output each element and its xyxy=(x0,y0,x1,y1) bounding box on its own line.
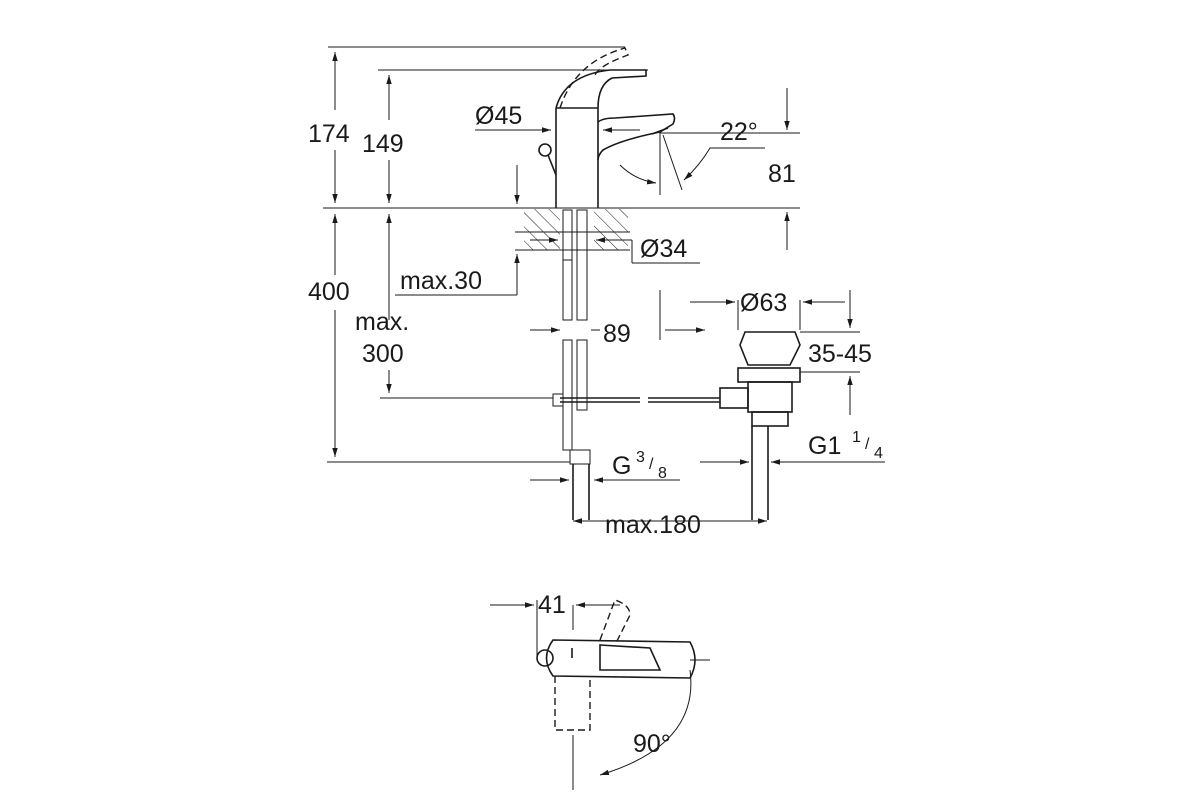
dim-shank-diameter: Ø34 xyxy=(640,235,687,263)
dim-spout-height: 149 xyxy=(362,130,404,158)
dim-rotation: 90° xyxy=(633,730,671,758)
faucet-side-view xyxy=(323,46,800,524)
dim-max-300: 300 xyxy=(362,340,404,368)
fraction-slash: / xyxy=(865,436,870,453)
dim-total-height: 174 xyxy=(308,120,350,148)
dim-max-label: max. xyxy=(355,308,409,336)
dim-outlet-height: 81 xyxy=(768,160,796,188)
dim-offset-89: 89 xyxy=(603,320,631,348)
dim-supply-thread: G xyxy=(612,452,631,480)
dim-waste-thread: G1 xyxy=(808,432,841,460)
pop-up-waste xyxy=(659,290,885,520)
dim-body-diameter: Ø45 xyxy=(475,102,522,130)
fraction-slash: / xyxy=(649,456,654,473)
dim-max-180: max.180 xyxy=(605,511,701,539)
dim-waste-thread-num: 1 xyxy=(852,429,861,446)
dim-waste-thread-den: 4 xyxy=(874,445,883,462)
dim-max-deck: max.30 xyxy=(400,267,482,295)
dim-lever-41: 41 xyxy=(538,591,566,619)
dim-supply-thread-den: 8 xyxy=(658,465,667,482)
dim-spout-angle: 22° xyxy=(720,118,758,146)
faucet-top-view xyxy=(490,599,710,790)
dim-supply-thread-num: 3 xyxy=(636,449,645,466)
dim-waste-diameter: Ø63 xyxy=(740,289,787,317)
dim-hose-length: 400 xyxy=(308,278,350,306)
dim-waste-range: 35-45 xyxy=(808,340,872,368)
